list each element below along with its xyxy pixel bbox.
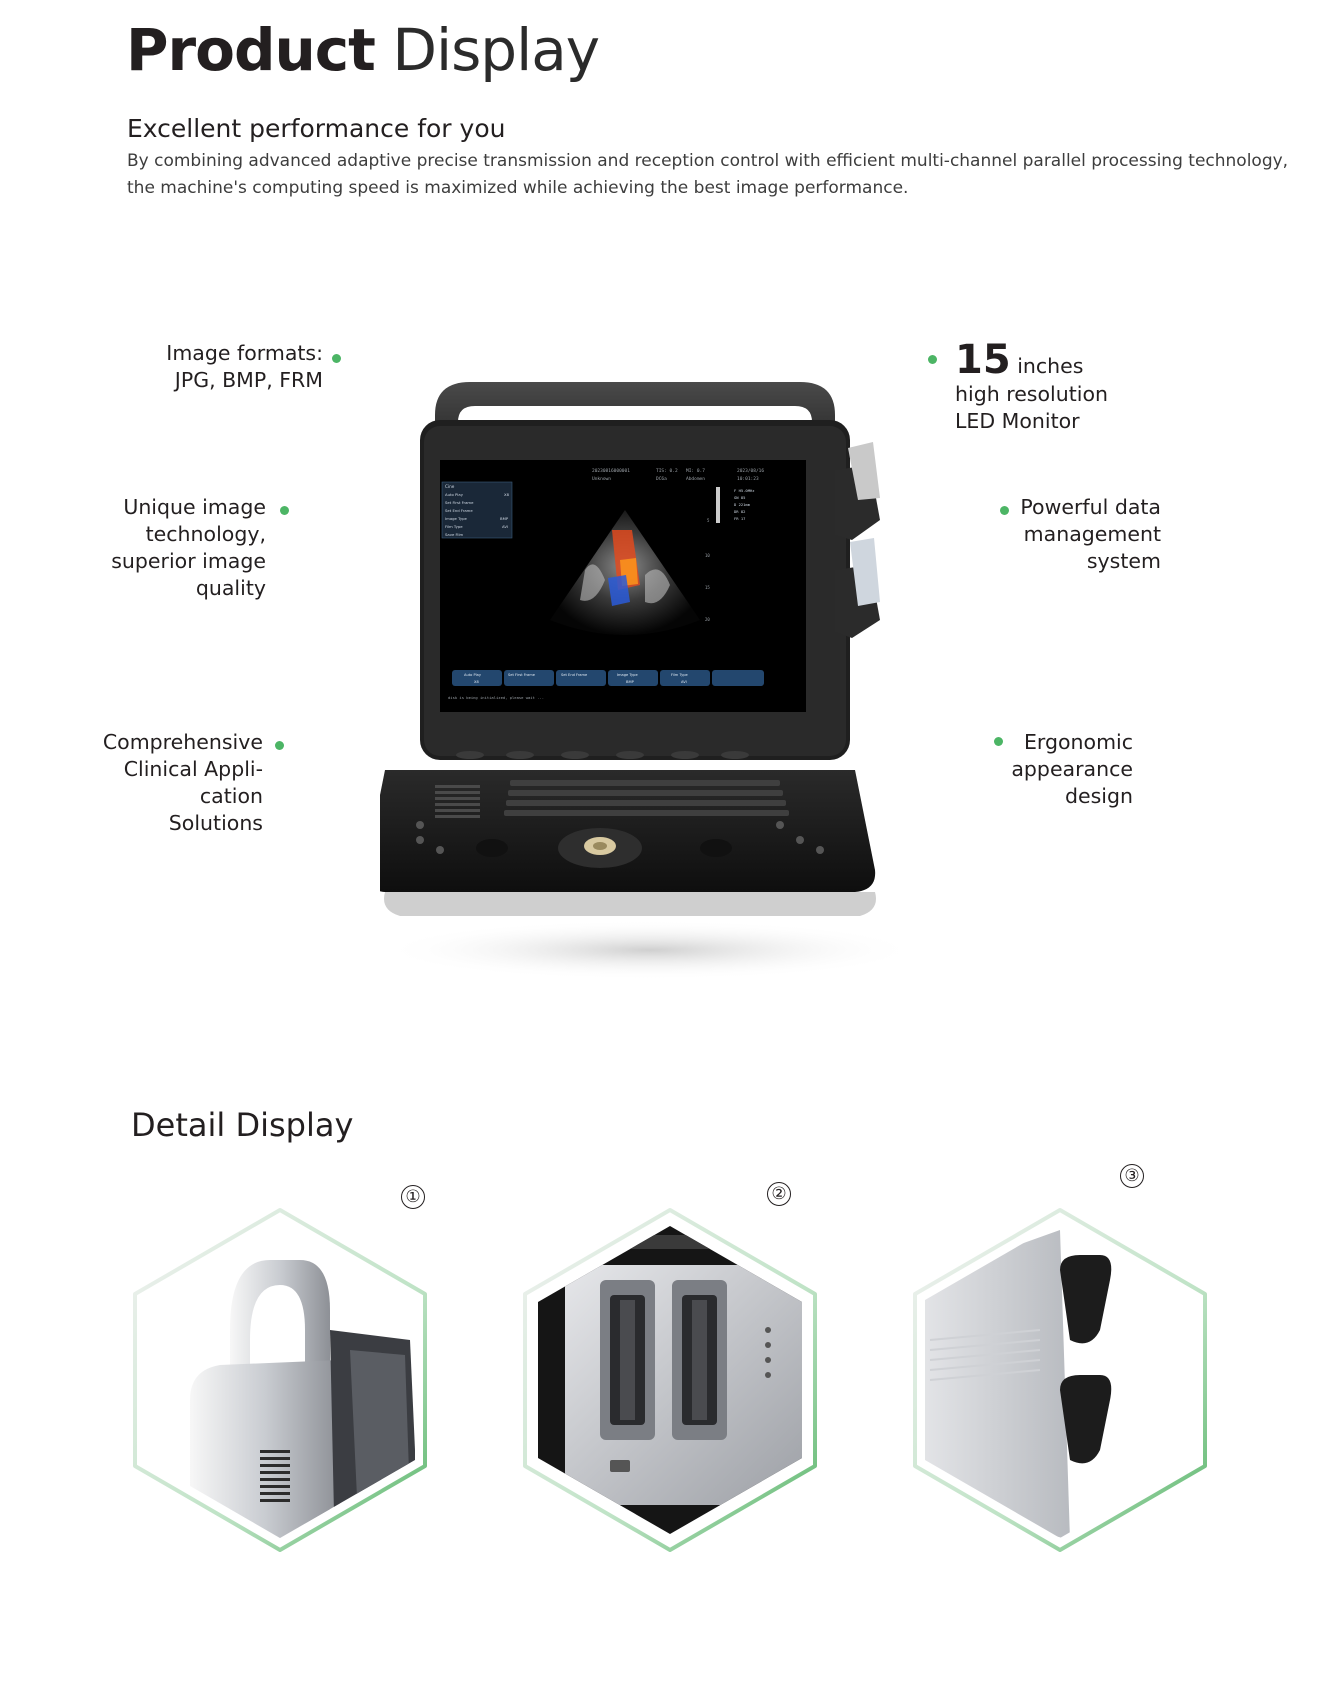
screen-header-date: 2023/08/16 bbox=[737, 468, 764, 474]
depth-tick: 15 bbox=[705, 585, 710, 590]
screen-header-unknown: Unknown bbox=[592, 476, 611, 482]
cine-menu-item[interactable]: Auto Play bbox=[445, 492, 464, 497]
feature-line: design bbox=[1064, 784, 1133, 808]
cine-menu-title: Cine bbox=[445, 484, 455, 489]
detail-hex-handle bbox=[120, 1200, 440, 1570]
feature-line: Clinical Appli- bbox=[123, 757, 263, 781]
feature-line: quality bbox=[195, 576, 266, 600]
screen-button-image-type[interactable] bbox=[608, 670, 658, 686]
bullet-dot bbox=[332, 354, 341, 363]
screen-button-value: BMP bbox=[626, 680, 635, 684]
cine-menu-value: BMP bbox=[500, 516, 509, 521]
detail-hex-ports bbox=[510, 1200, 830, 1570]
screen-header-probe: DC6a bbox=[656, 476, 667, 482]
bullet-dot bbox=[275, 741, 284, 750]
scan-param: D 221mm bbox=[734, 502, 751, 507]
screen-header-mi: MI: 0.7 bbox=[686, 468, 705, 474]
page-title-light: Display bbox=[392, 16, 600, 84]
page-title: Product Display bbox=[126, 14, 600, 86]
feature-line: Ergonomic bbox=[1023, 730, 1133, 754]
bullet-dot bbox=[994, 737, 1003, 746]
intro-line: By combining advanced adaptive precise t… bbox=[127, 151, 1289, 171]
feature-unique-image: Unique image technology, superior image … bbox=[111, 494, 266, 602]
screen-status-text: disk is being initialized, please wait .… bbox=[448, 695, 544, 700]
page-title-bold: Product bbox=[126, 16, 376, 84]
screen-button-navigate[interactable] bbox=[712, 670, 764, 686]
feature-monitor: 15 inches high resolution LED Monitor bbox=[955, 340, 1108, 435]
feature-line: Image formats: bbox=[166, 341, 323, 365]
scan-param: FR 17 bbox=[734, 516, 745, 521]
screen-button-label: Image Type bbox=[617, 673, 638, 677]
screen-button-label: Auto Play bbox=[464, 673, 482, 677]
feature-line: JPG, BMP, FRM bbox=[174, 368, 323, 392]
detail-marker-2: ② bbox=[767, 1182, 791, 1206]
depth-tick: 10 bbox=[705, 553, 710, 558]
screen-header-time: 10:01:23 bbox=[737, 476, 759, 482]
cine-menu-item[interactable]: Set First Frame bbox=[445, 500, 474, 505]
feature-image-formats: Image formats: JPG, BMP, FRM bbox=[166, 340, 323, 394]
detail-image-ports bbox=[523, 1208, 817, 1552]
ultrasound-device-illustration: 20230816000001 TIS: 0.2 MI: 0.7 2023/08/… bbox=[380, 382, 920, 980]
feature-line: cation bbox=[199, 784, 263, 808]
cine-menu-item[interactable]: Film Type bbox=[445, 524, 463, 529]
screen-button-value: AVI bbox=[681, 680, 687, 684]
screen-button-auto-play[interactable] bbox=[452, 670, 502, 686]
screen-button-film-type[interactable] bbox=[660, 670, 710, 686]
feature-line: Unique image bbox=[123, 495, 266, 519]
screen-header-preset: Abdomen bbox=[686, 476, 705, 482]
monitor-unit: inches bbox=[1017, 354, 1084, 378]
cine-menu-item[interactable]: Set End Frame bbox=[445, 508, 473, 513]
detail-marker-3: ③ bbox=[1120, 1164, 1144, 1188]
screen-button-set-end-frame[interactable] bbox=[556, 670, 606, 686]
feature-line: Solutions bbox=[168, 811, 263, 835]
cine-menu-value: AVI bbox=[502, 524, 508, 529]
detail-marker-1: ① bbox=[401, 1185, 425, 1209]
scan-param: DR 82 bbox=[734, 509, 745, 514]
cine-menu-item[interactable]: Save Film bbox=[445, 532, 464, 537]
detail-hex-holders bbox=[900, 1200, 1220, 1570]
feature-line: management bbox=[1023, 522, 1161, 546]
cine-menu-value: X8 bbox=[504, 492, 510, 497]
bullet-dot bbox=[1000, 506, 1009, 515]
intro-paragraph: By combining advanced adaptive precise t… bbox=[127, 148, 1289, 202]
screen-button-label: Set First Frame bbox=[508, 673, 536, 677]
feature-clinical: Comprehensive Clinical Appli- cation Sol… bbox=[103, 729, 263, 837]
screen-header-tis: TIS: 0.2 bbox=[656, 468, 678, 474]
depth-tick: 5 bbox=[707, 518, 710, 523]
scan-param: F H5.0MHz bbox=[734, 488, 755, 493]
monitor-size: 15 bbox=[955, 337, 1011, 383]
detail-image-handle bbox=[133, 1208, 427, 1552]
feature-line: system bbox=[1086, 549, 1161, 573]
screen-button-set-first-frame[interactable] bbox=[504, 670, 554, 686]
feature-ergonomic: Ergonomic appearance design bbox=[1011, 729, 1133, 810]
performance-subheading: Excellent performance for you bbox=[127, 114, 506, 143]
screen-button-label: Set End Frame bbox=[561, 673, 588, 677]
feature-line: appearance bbox=[1011, 757, 1133, 781]
feature-data-management: Powerful data management system bbox=[1020, 494, 1161, 575]
detail-image-holders bbox=[913, 1208, 1207, 1552]
intro-line: the machine's computing speed is maximiz… bbox=[127, 178, 909, 198]
depth-tick: 20 bbox=[705, 617, 710, 622]
feature-line: Powerful data bbox=[1020, 495, 1161, 519]
screen-button-value: X8 bbox=[474, 680, 479, 684]
screen-header-id: 20230816000001 bbox=[592, 468, 630, 474]
bullet-dot bbox=[280, 506, 289, 515]
cine-menu-item[interactable]: Image Type bbox=[445, 516, 467, 521]
feature-line: technology, bbox=[145, 522, 266, 546]
feature-line: high resolution bbox=[955, 382, 1108, 406]
feature-line: LED Monitor bbox=[955, 409, 1080, 433]
detail-display-title: Detail Display bbox=[131, 1106, 354, 1144]
bullet-dot bbox=[928, 355, 937, 364]
scan-param: GN 85 bbox=[734, 495, 745, 500]
feature-line: superior image bbox=[111, 549, 266, 573]
ultrasound-device-image: 20230816000001 TIS: 0.2 MI: 0.7 2023/08/… bbox=[380, 370, 930, 990]
feature-line: Comprehensive bbox=[102, 730, 263, 754]
screen-button-label: Film Type bbox=[671, 673, 688, 677]
